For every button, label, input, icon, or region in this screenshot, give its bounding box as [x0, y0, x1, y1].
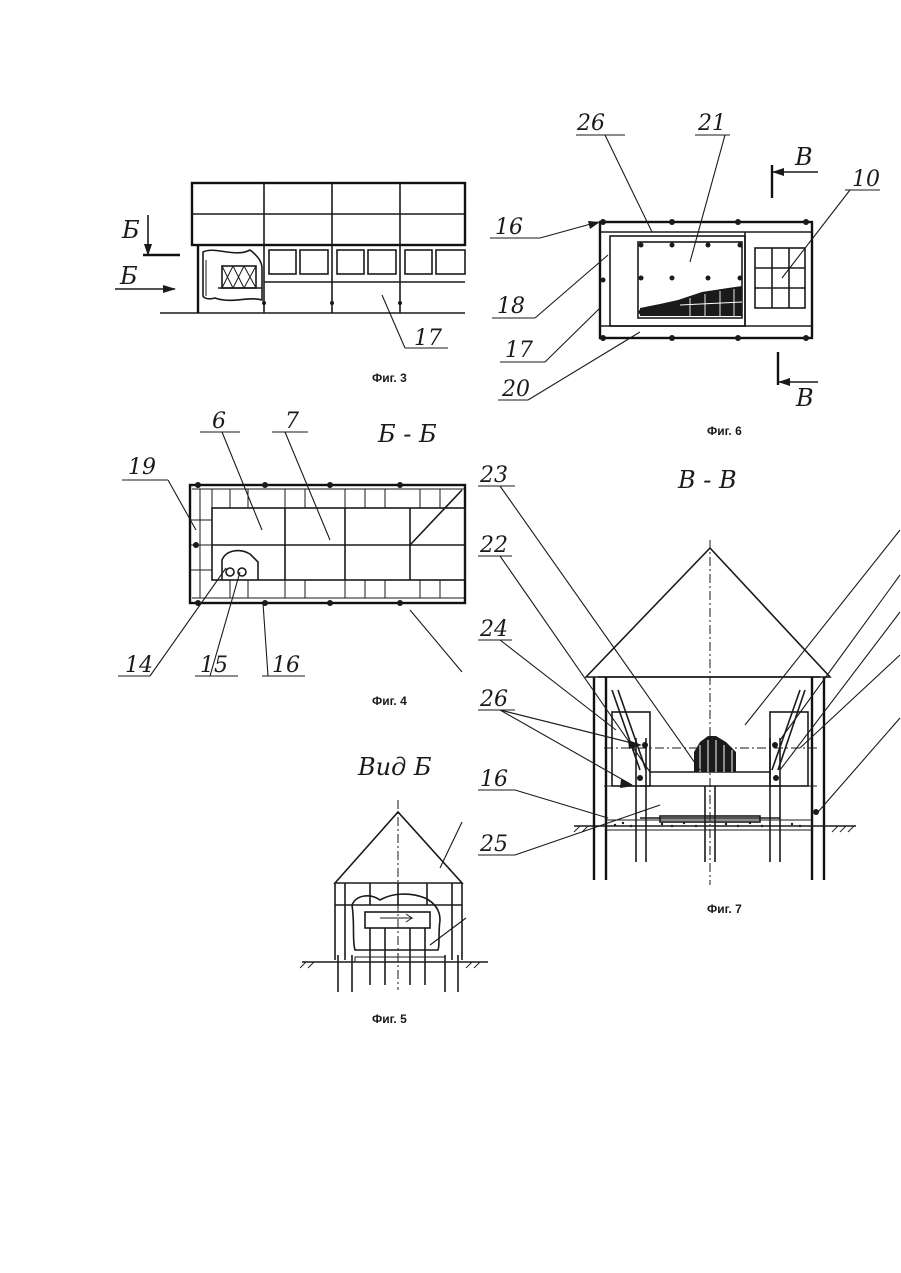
label-25: 25: [479, 832, 508, 857]
fig6-bolts: [600, 219, 809, 341]
fig7-left-inner-wall: [612, 712, 650, 786]
fig3-cutaway-stack: [203, 250, 262, 300]
fig4-leader-right: [410, 610, 462, 672]
label-21: 21: [697, 111, 726, 136]
fig7-leader-right-3: [780, 612, 900, 770]
label-14: 14: [125, 653, 153, 678]
label-17-fig3: 17: [414, 326, 442, 351]
caption-fig7: Фиг. 7: [707, 902, 742, 916]
label-16-fig7: 16: [480, 767, 508, 792]
fig7-leader-right-4: [800, 655, 900, 748]
fig4-inner-wall: [212, 508, 465, 580]
fig5-leader-roof: [440, 822, 462, 868]
fig7-leader-right-5: [818, 718, 900, 812]
label-18: 18: [497, 294, 525, 319]
fig3-marker-b-side: Б: [119, 262, 138, 290]
label-22: 22: [479, 533, 508, 558]
fig6-window-grid: [755, 248, 805, 308]
label-15: 15: [200, 653, 228, 678]
fig6-marker-v-top: В: [794, 143, 813, 171]
label-26-fig6: 26: [576, 111, 605, 136]
title-section-b-b: Б - Б: [377, 420, 437, 448]
fig3-marker-b-top: Б: [121, 216, 140, 244]
title-view-b: Вид Б: [357, 753, 432, 781]
label-17-fig6: 17: [505, 338, 533, 363]
fig7-stack: [694, 736, 736, 772]
fig4-wheel-1: [226, 568, 234, 576]
label-20: 20: [501, 377, 530, 402]
fig7-left-brace: [612, 690, 640, 770]
fig6-marker-v-bottom: В: [795, 384, 814, 412]
fig6-outer-frame: [600, 222, 812, 338]
fig7-right-brace: [778, 690, 805, 770]
fig4-bolts: [193, 482, 403, 606]
fig5-leader-post: [430, 918, 466, 945]
label-19: 19: [128, 455, 156, 480]
label-10: 10: [852, 167, 880, 192]
fig4-outer-wall: [190, 485, 465, 603]
figure-3: Б Б 17 Фиг. 3: [115, 183, 465, 385]
label-7: 7: [285, 409, 299, 434]
figure-4: Б - Б: [118, 409, 465, 708]
figure-6: В В 26 21 10 16 18 17 20 Фиг. 6: [490, 111, 880, 438]
fig7-roof: [586, 548, 830, 677]
fig4-top-cells: [192, 489, 465, 508]
label-16-fig6: 16: [495, 215, 523, 240]
figure-5: Вид Б Фи: [300, 753, 488, 1026]
caption-fig4: Фиг. 4: [372, 694, 407, 708]
label-16-fig4: 16: [272, 653, 300, 678]
caption-fig3: Фиг. 3: [372, 371, 407, 385]
caption-fig6: Фиг. 6: [707, 424, 742, 438]
fig6-stack-fill: [640, 286, 742, 316]
fig3-window-row: [264, 250, 465, 282]
title-section-v-v: В - В: [677, 466, 737, 494]
fig7-leader-right-1: [745, 530, 900, 725]
figure-7: В - В: [478, 463, 900, 916]
label-6: 6: [212, 409, 226, 434]
caption-fig5: Фиг. 5: [372, 1012, 407, 1026]
label-24: 24: [479, 617, 508, 642]
label-26-fig7: 26: [479, 687, 508, 712]
label-23: 23: [479, 463, 508, 488]
